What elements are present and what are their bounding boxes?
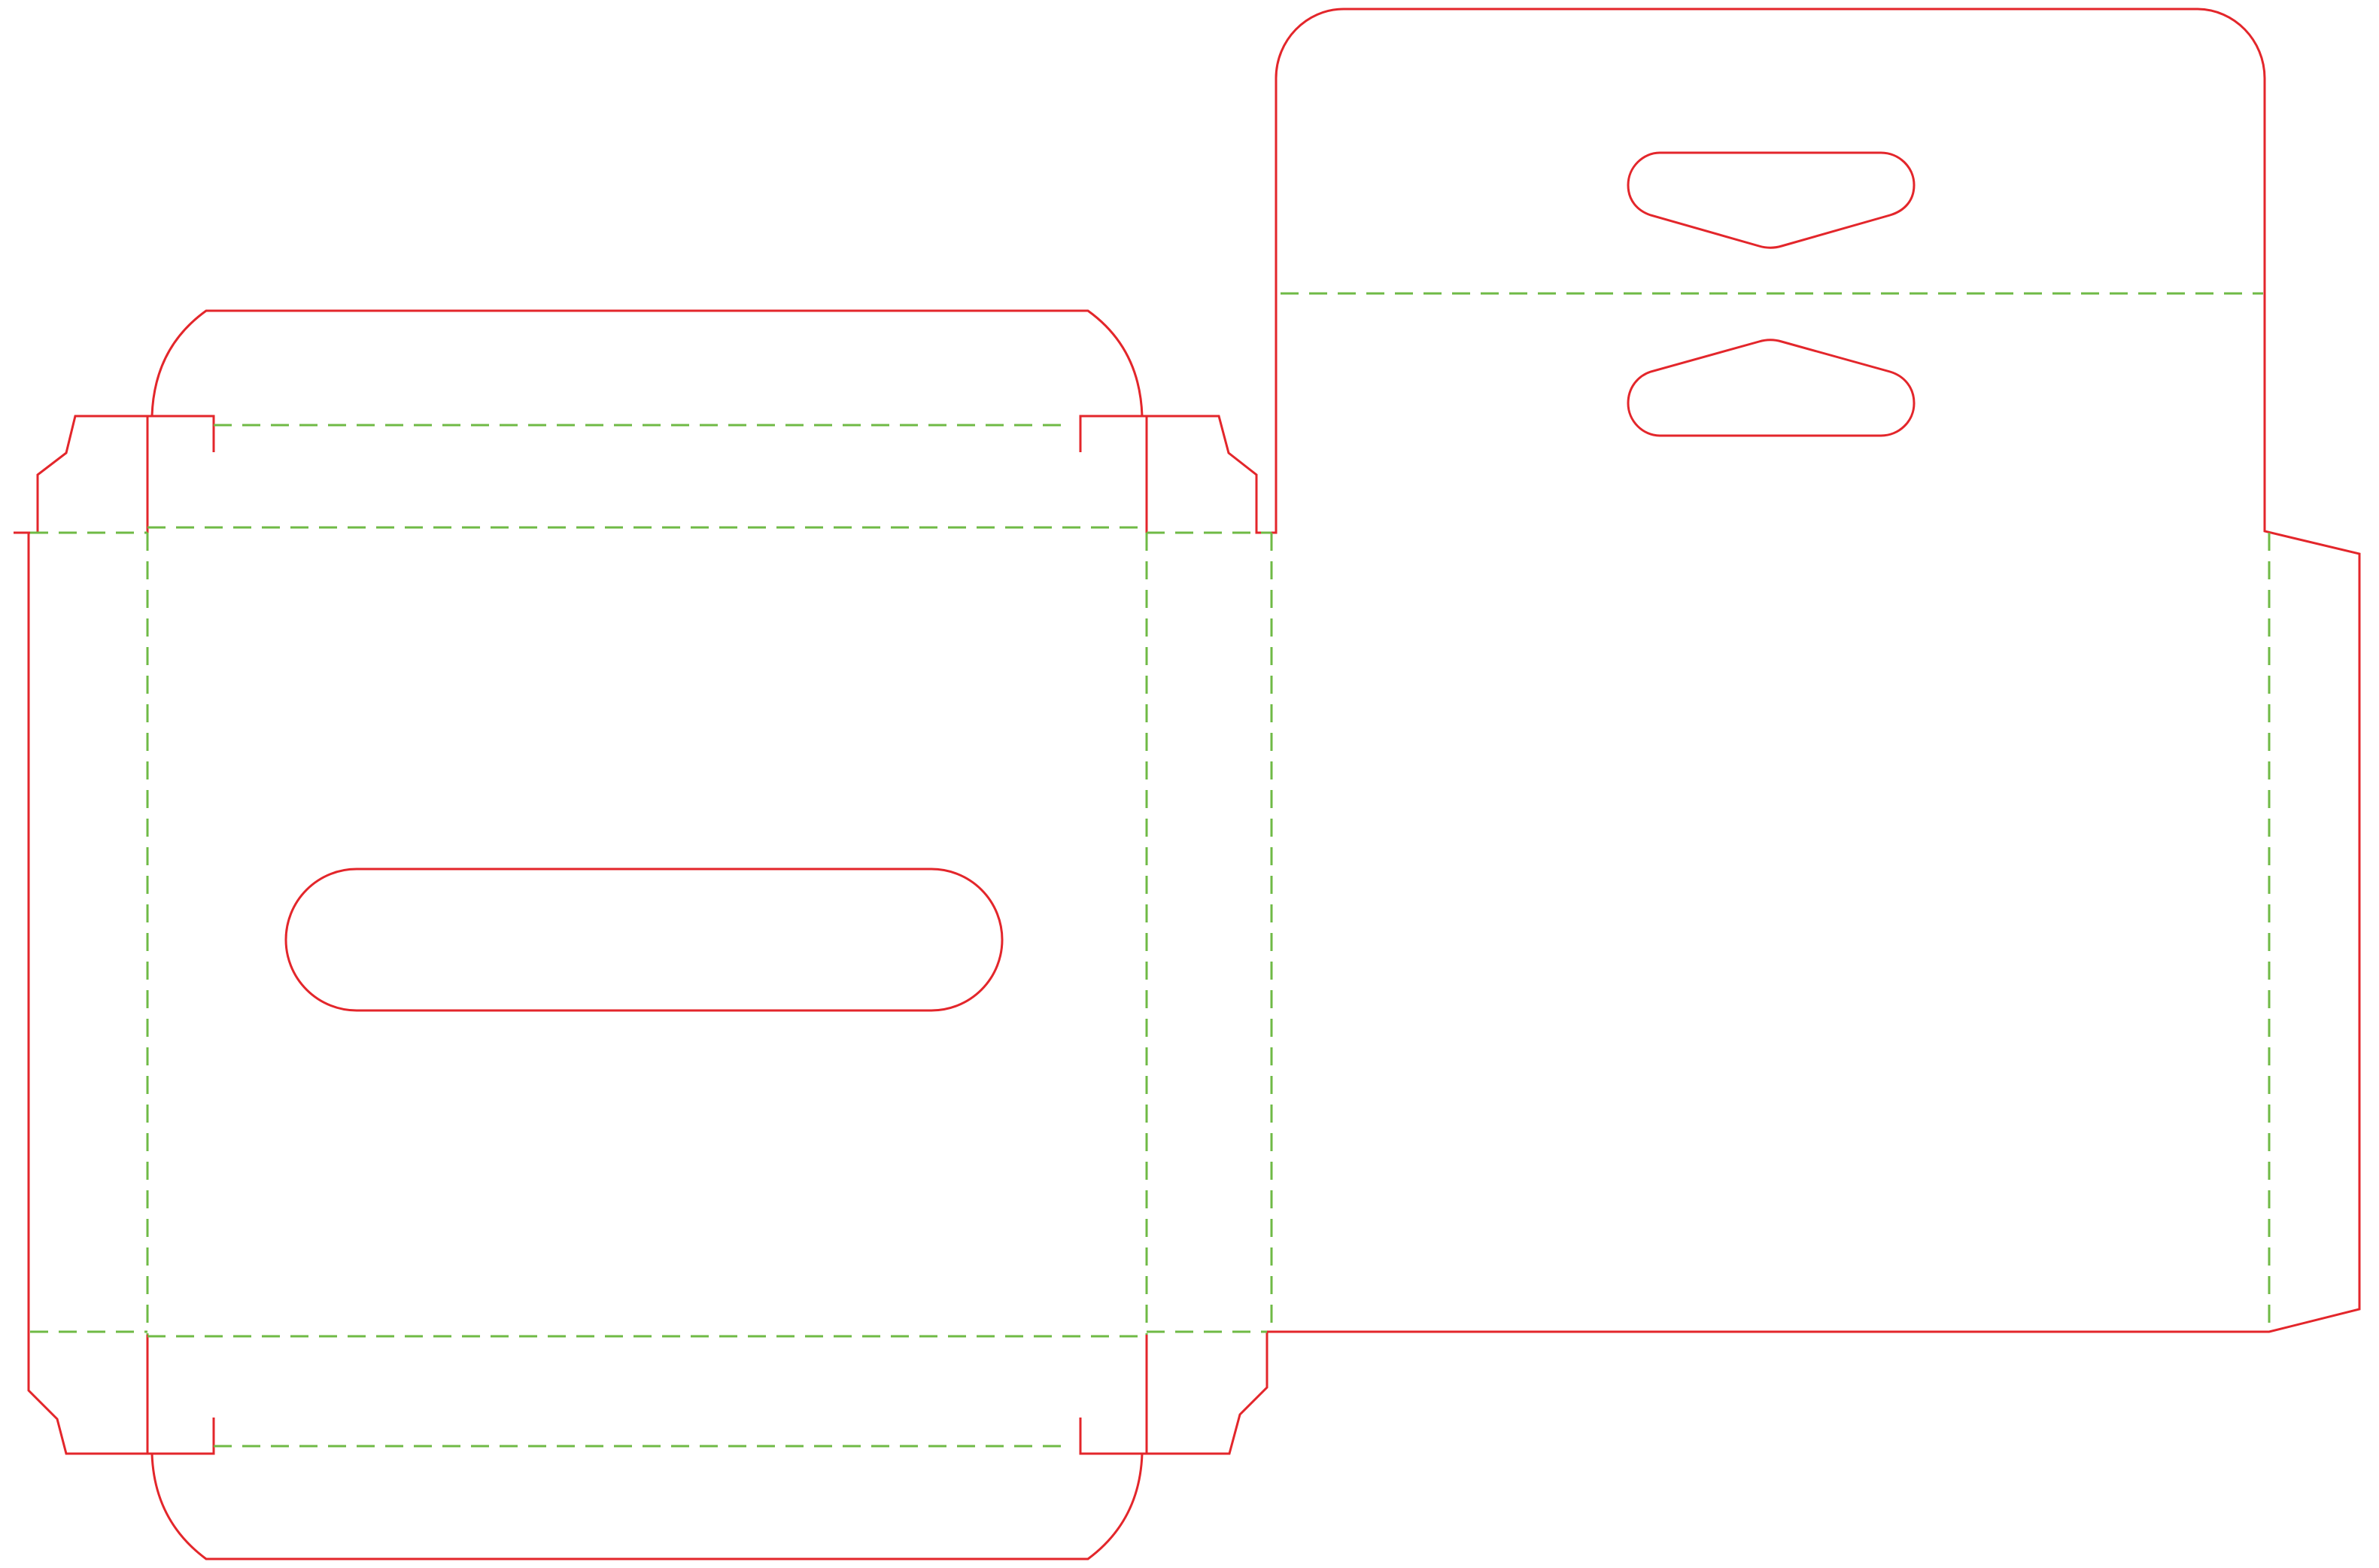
cut-lines (14, 8, 2361, 1560)
bottom-left-slot-cut (147, 1418, 215, 1455)
top-left-slot-cut (147, 415, 215, 452)
top-left-dust-flap-cut (27, 415, 149, 1455)
bottom-right-slot-cut (1079, 1418, 1147, 1455)
top-right-dust-flap-cut (1145, 8, 2361, 1455)
window-cutout (284, 868, 1004, 1012)
top-tuck-flap-cut (150, 309, 1144, 417)
bottom-tuck-flap-cut (150, 1453, 1144, 1560)
top-right-slot-cut (1079, 415, 1148, 533)
hang-hole-lower-cutout (1627, 339, 1916, 437)
hang-hole-upper-cutout (1627, 151, 1916, 249)
fold-lines (30, 292, 2271, 1448)
